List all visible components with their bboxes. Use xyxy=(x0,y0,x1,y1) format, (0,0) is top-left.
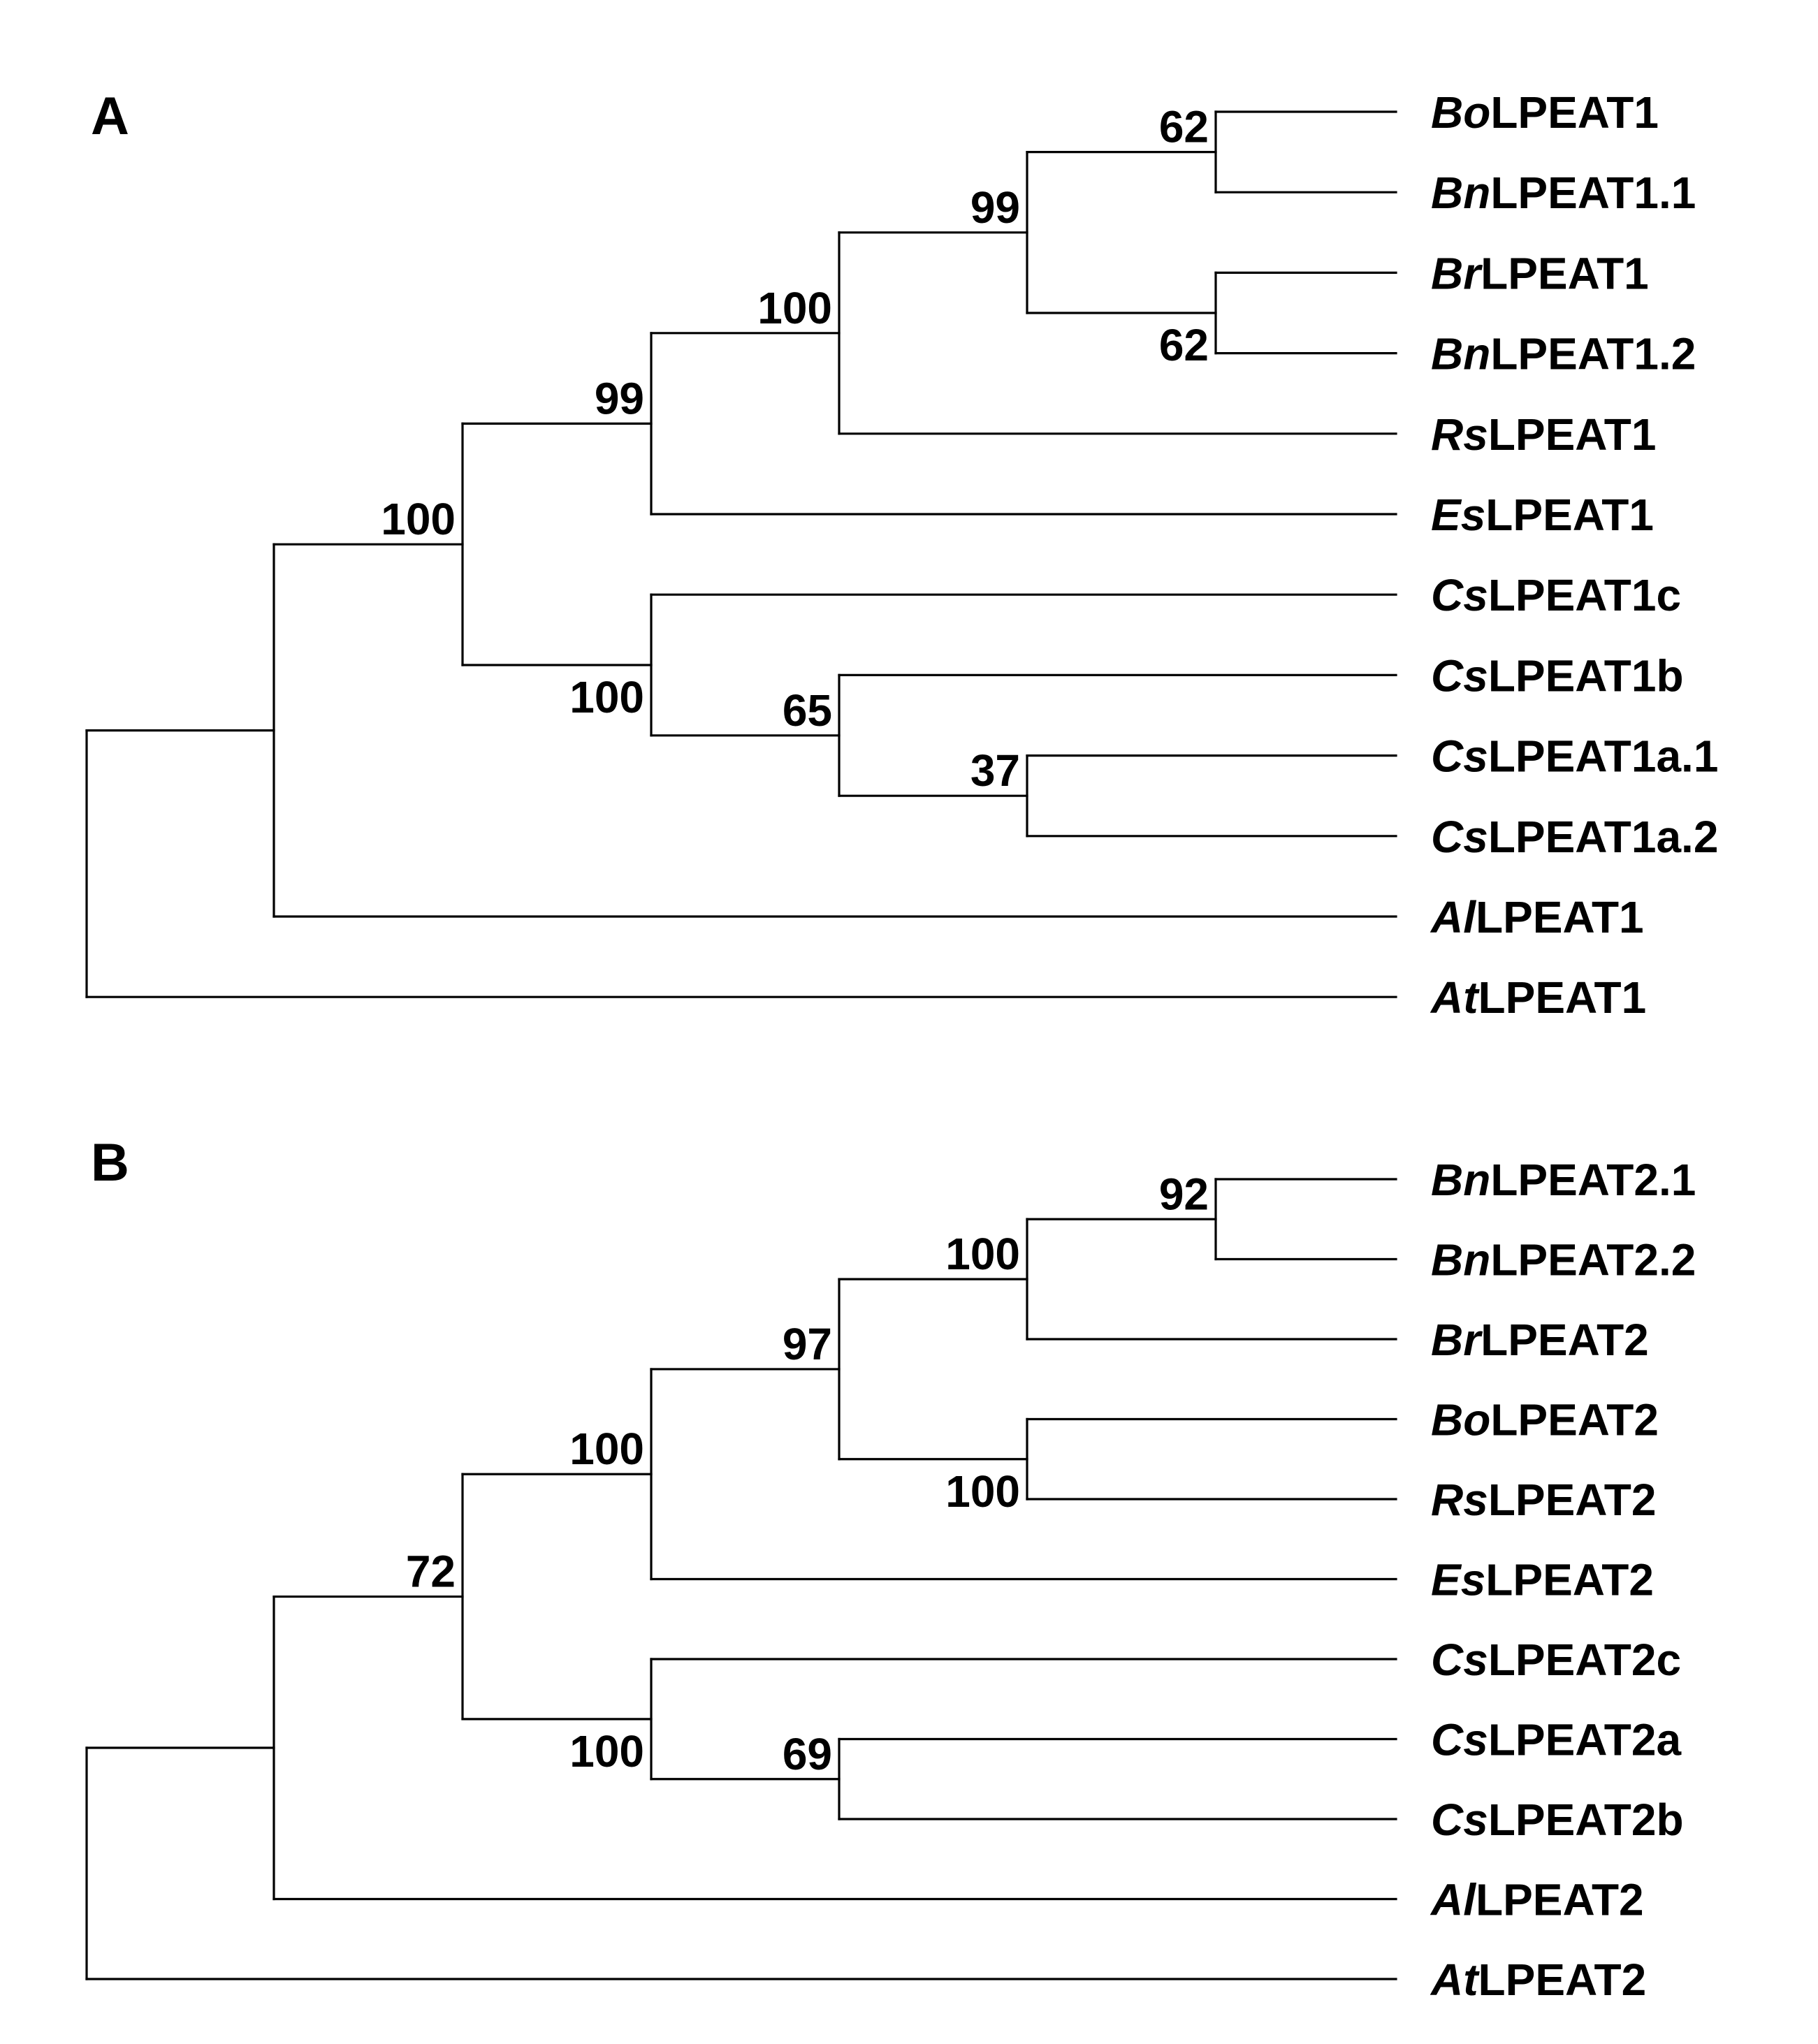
panel-label: A xyxy=(91,87,129,146)
bootstrap-value: 65 xyxy=(783,685,832,736)
bootstrap-value: 99 xyxy=(970,182,1020,233)
leaf-label: AlLPEAT2 xyxy=(1430,1875,1644,1925)
bootstrap-value: 37 xyxy=(970,745,1020,796)
bootstrap-value: 69 xyxy=(783,1729,832,1779)
tree-panel-b: B BnLPEAT2.1BnLPEAT2.2BrLPEAT2BoLPEAT2RsL… xyxy=(85,1133,1696,2005)
bootstrap-value: 99 xyxy=(595,373,644,423)
leaf-label: EsLPEAT2 xyxy=(1431,1555,1654,1605)
bootstrap-value: 97 xyxy=(783,1319,832,1369)
leaf-label: BnLPEAT1.1 xyxy=(1431,168,1696,218)
leaf-label: BnLPEAT2.2 xyxy=(1431,1235,1696,1285)
leaf-label: CsLPEAT1b xyxy=(1431,650,1684,701)
leaf-label: EsLPEAT1 xyxy=(1431,490,1654,540)
leaf-label: AtLPEAT1 xyxy=(1430,972,1646,1023)
leaf-label: CsLPEAT1c xyxy=(1431,570,1681,620)
bootstrap-value: 100 xyxy=(569,1424,644,1474)
leaf-label: CsLPEAT2a xyxy=(1431,1715,1681,1765)
leaf-label: AtLPEAT2 xyxy=(1430,1955,1646,2005)
leaf-label: CsLPEAT2c xyxy=(1431,1635,1681,1685)
bootstrap-value: 100 xyxy=(945,1466,1020,1517)
bootstrap-value: 100 xyxy=(945,1229,1020,1279)
leaf-label: BrLPEAT2 xyxy=(1431,1315,1649,1365)
bootstrap-value: 92 xyxy=(1159,1169,1209,1219)
leaf-label: BrLPEAT1 xyxy=(1431,248,1649,298)
panel-label: B xyxy=(91,1133,129,1192)
leaf-label: BnLPEAT2.1 xyxy=(1431,1155,1696,1205)
leaf-label: CsLPEAT1a.2 xyxy=(1431,812,1718,862)
leaf-label: CsLPEAT2b xyxy=(1431,1795,1684,1845)
bootstrap-value: 62 xyxy=(1159,320,1209,370)
tree-panel-a: A BoLPEAT1BnLPEAT1.1BrLPEAT1BnLPEAT1.2RsL… xyxy=(85,87,1718,1023)
leaf-label: RsLPEAT1 xyxy=(1431,409,1656,460)
bootstrap-value: 100 xyxy=(569,1726,644,1776)
leaf-label: BnLPEAT1.2 xyxy=(1431,329,1696,379)
leaf-label: RsLPEAT2 xyxy=(1431,1475,1656,1525)
leaf-label: BoLPEAT2 xyxy=(1431,1395,1659,1445)
leaf-label: BoLPEAT1 xyxy=(1431,87,1659,138)
bootstrap-value: 62 xyxy=(1159,102,1209,152)
bootstrap-value: 72 xyxy=(406,1547,456,1597)
bootstrap-value: 100 xyxy=(569,672,644,722)
bootstrap-value: 100 xyxy=(757,283,832,333)
leaf-label: CsLPEAT1a.1 xyxy=(1431,731,1718,782)
bootstrap-value: 100 xyxy=(381,494,456,544)
leaf-label: AlLPEAT1 xyxy=(1430,892,1644,942)
